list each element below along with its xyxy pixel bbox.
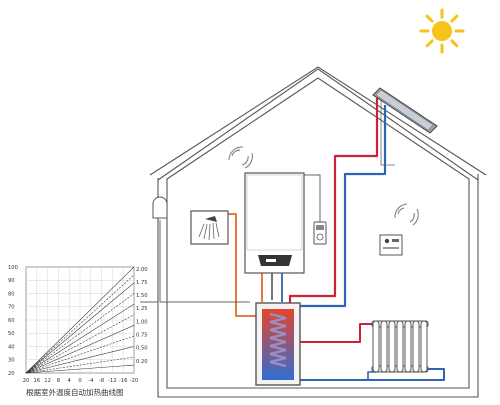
boiler-display-window (266, 259, 276, 262)
chart-series-line (25, 314, 135, 374)
chart-left-tick: 40 (8, 344, 15, 350)
thermostat-wire (304, 174, 321, 222)
chart-x-tick: 8 (57, 378, 60, 384)
chart-series-line (25, 346, 135, 374)
chart-series-line (25, 364, 135, 374)
control-panel-icon (379, 234, 403, 256)
chart-series-line (25, 266, 135, 374)
chart-x-tick: 0 (78, 378, 81, 384)
shower-supply-pipe (228, 213, 262, 317)
gas-boiler-icon (244, 172, 305, 274)
chart-left-tick: 90 (8, 278, 15, 284)
chart-x-tick: -8 (99, 378, 104, 384)
chart-x-tick: 4 (68, 378, 72, 384)
chart-right-tick: 0.50 (136, 346, 148, 352)
solar-sensor-wire (380, 100, 395, 166)
solar-cold-pipe (297, 105, 387, 316)
chart-left-tick: 80 (8, 291, 15, 297)
sun-icon (419, 8, 465, 54)
chart-left-tick: 70 (8, 305, 15, 311)
chart-series (25, 266, 135, 374)
chart-left-tick: 60 (8, 318, 15, 324)
chart-right-tick: 1.75 (136, 280, 148, 286)
wireless-signal-icon (228, 146, 253, 169)
chart-right-tick: 0.75 (136, 333, 148, 339)
chart-right-tick: 2.00 (136, 267, 148, 273)
chart-right-axis: 2.00 1.75 1.50 1.25 1.00 0.75 0.50 0.20 (136, 267, 148, 365)
chart-right-tick: 1.00 (136, 319, 148, 325)
chart-series-line (25, 293, 135, 374)
shower-icon (190, 210, 229, 245)
tank-coil (269, 312, 287, 368)
chart-left-tick: 30 (8, 358, 15, 364)
outdoor-sensor-wire (159, 220, 250, 303)
chart-x-tick: 16 (33, 378, 40, 384)
radiator-hot-pipe (300, 323, 372, 343)
chart-series-line (25, 282, 135, 374)
sun-ray (450, 39, 459, 48)
chart-right-tick: 1.50 (136, 293, 148, 299)
hot-water-tank (255, 302, 301, 386)
chart-series-line (25, 325, 135, 374)
thermostat-icon (313, 221, 327, 245)
outdoor-sensor-icon (152, 196, 168, 219)
chart-series-line (25, 356, 135, 374)
chart-left-tick: 100 (8, 265, 18, 271)
chart-x-tick: 12 (44, 378, 51, 384)
sun-ray (425, 39, 434, 48)
radiator-small-pipe (367, 371, 376, 380)
chart-x-tick: -20 (130, 378, 138, 384)
chart-series-line (25, 303, 135, 374)
sun-ray (425, 14, 434, 23)
wireless-signal-icon (394, 203, 419, 226)
radiator-cold-pipe (300, 368, 445, 381)
chart-left-axis: 100 90 80 70 60 50 40 30 20 (8, 265, 18, 377)
radiator-icon (371, 320, 429, 373)
chart-right-tick: 1.25 (136, 306, 148, 312)
chart-caption: 根据室外温度自动加热曲线图 (26, 387, 124, 397)
solar-hot-pipe (288, 98, 379, 305)
chart-series-line (25, 274, 135, 374)
house-outline (149, 66, 487, 398)
chart-right-tick: 0.20 (136, 359, 148, 365)
chart-x-tick: -4 (88, 378, 94, 384)
chart-x-tick: 20 (23, 378, 30, 384)
chart-x-tick: -16 (119, 378, 127, 384)
chart-x-tick: -12 (108, 378, 116, 384)
chart-left-tick: 20 (8, 371, 15, 377)
chart-left-tick: 50 (8, 331, 15, 337)
sun-ray (450, 14, 459, 23)
solar-panel-icon (372, 87, 438, 134)
